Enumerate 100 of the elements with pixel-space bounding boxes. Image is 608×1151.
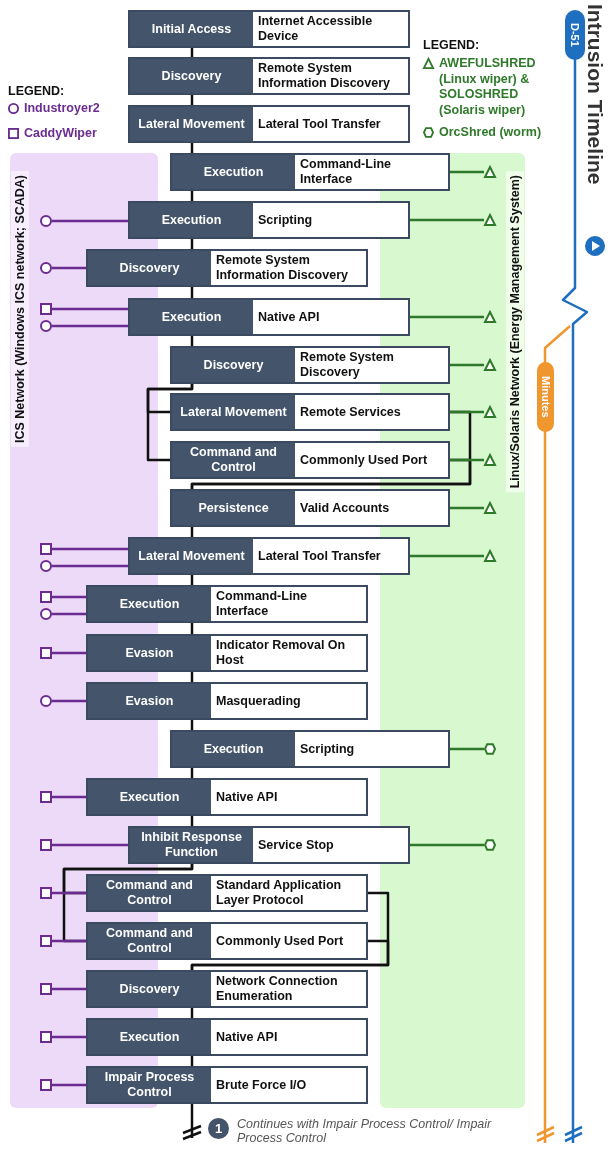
tactic-label: Discovery [88, 972, 211, 1006]
step-box [128, 10, 410, 48]
technique-label: Remote System Information Discovery [257, 60, 391, 92]
legend-heading: LEGEND: [8, 84, 65, 98]
step-box [128, 298, 410, 336]
step-box [86, 1066, 368, 1104]
step-box [86, 922, 368, 960]
connector-line [410, 843, 484, 847]
connector-line [190, 939, 390, 970]
tactic-label: Command and Control [88, 924, 211, 958]
connector-line [52, 324, 128, 328]
connector-line [450, 410, 484, 414]
technique-label: Indicator Removal On Host [215, 637, 347, 669]
connector-line [52, 795, 86, 799]
technique-label: Commonly Used Port [299, 451, 429, 469]
tactic-label: Lateral Movement [172, 395, 295, 429]
legend-text: Industroyer2 [24, 101, 100, 117]
connector-line [52, 266, 86, 270]
panel-heading: Linux/Solaris Network (Energy Management System) [506, 171, 524, 493]
square-marker [40, 935, 52, 947]
triangle-marker [484, 406, 496, 418]
technique-label: Valid Accounts [299, 499, 391, 517]
connector-line [52, 699, 86, 703]
timeline-badge: Minutes [537, 362, 554, 432]
square-marker [40, 1079, 52, 1091]
tactic-label: Execution [130, 203, 253, 237]
step-box [170, 393, 450, 431]
connector-line [52, 564, 128, 568]
legend-heading: LEGEND: [423, 38, 480, 52]
connector-line [410, 315, 484, 319]
tactic-label: Evasion [88, 684, 211, 718]
step-box [86, 1018, 368, 1056]
connector-line [450, 170, 484, 174]
step-box [86, 682, 368, 720]
connector-line [146, 384, 194, 462]
technique-label: Native API [257, 308, 321, 326]
square-marker [40, 543, 52, 555]
circle-marker [40, 320, 52, 332]
connector-line [190, 1104, 194, 1138]
technique-label: Masquerading [215, 692, 302, 710]
triangle-marker [484, 502, 496, 514]
technique-label: Command-Line Interface [299, 156, 392, 188]
square-marker [40, 647, 52, 659]
connector-line [450, 747, 484, 751]
technique-label: Network Connection Enumeration [215, 973, 339, 1005]
square-marker [40, 839, 52, 851]
technique-label: Standard Application Layer Protocol [215, 877, 343, 909]
step-box [128, 105, 410, 143]
connector-line [450, 363, 484, 367]
tactic-label: Discovery [88, 251, 211, 285]
triangle-marker [484, 550, 496, 562]
tactic-label: Command and Control [88, 876, 211, 910]
tactic-label: Command and Control [172, 443, 295, 477]
technique-label: Lateral Tool Transfer [257, 115, 382, 133]
step-box [128, 537, 410, 575]
connector-line [52, 307, 128, 311]
tactic-label: Persistence [172, 491, 295, 525]
tactic-label: Execution [172, 155, 295, 189]
step-box [86, 874, 368, 912]
connector-line [52, 1035, 86, 1039]
technique-label: Command-Line Interface [215, 588, 308, 620]
connector-line [52, 651, 86, 655]
panel-heading: ICS Network (Windows ICS network; SCADA) [11, 171, 29, 447]
connector-line [450, 458, 484, 462]
square-marker [40, 591, 52, 603]
step-box [86, 634, 368, 672]
square-marker [40, 791, 52, 803]
step-box [86, 585, 368, 623]
tactic-label: Discovery [130, 59, 253, 93]
circle-marker [40, 215, 52, 227]
connector-line [52, 219, 128, 223]
tactic-label: Lateral Movement [130, 539, 253, 573]
technique-label: Remote System Information Discovery [215, 252, 349, 284]
connector-line [52, 1083, 86, 1087]
connector-line [52, 843, 128, 847]
technique-label: Brute Force I/O [215, 1076, 308, 1094]
technique-label: Lateral Tool Transfer [257, 547, 382, 565]
technique-label: Commonly Used Port [215, 932, 345, 950]
technique-label: Remote System Discovery [299, 349, 395, 381]
technique-label: Scripting [299, 740, 356, 758]
connector-line [52, 891, 86, 895]
step-box [170, 489, 450, 527]
tactic-label: Discovery [172, 348, 295, 382]
connector-line [190, 458, 472, 489]
step-box [86, 249, 368, 287]
triangle-marker [484, 311, 496, 323]
circle-marker [40, 262, 52, 274]
connector-line [450, 506, 484, 510]
technique-label: Internet Accessible Device [257, 13, 374, 45]
step-box [86, 970, 368, 1008]
circle-marker [40, 695, 52, 707]
connector-line [52, 612, 86, 616]
tactic-label: Execution [88, 587, 211, 621]
technique-label: Native API [215, 1028, 279, 1046]
tactic-label: Impair Process Control [88, 1068, 211, 1102]
callout-number: 1 [208, 1118, 229, 1139]
square-marker [40, 887, 52, 899]
connector-line [410, 218, 484, 222]
step-box [128, 826, 410, 864]
title: Intrusion Timeline [584, 4, 606, 185]
